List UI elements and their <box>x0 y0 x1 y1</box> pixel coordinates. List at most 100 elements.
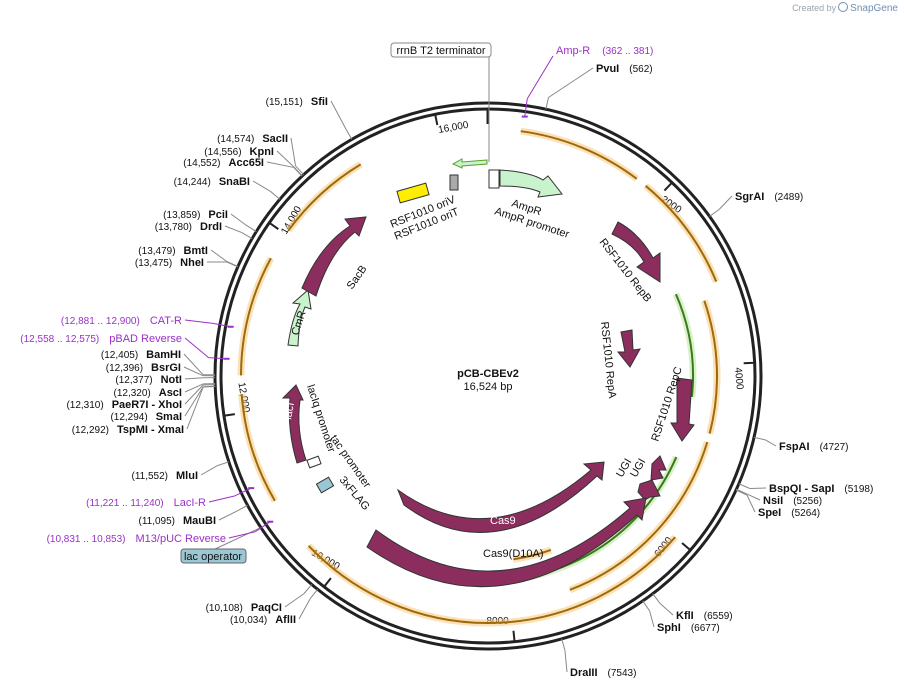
cmr-arrow[interactable] <box>287 289 312 347</box>
primer-name[interactable]: Amp-R <box>556 45 590 57</box>
site-leader <box>284 593 305 608</box>
site-name[interactable]: MluI <box>176 470 198 482</box>
site-name[interactable]: MauBI <box>183 515 216 527</box>
site-position: (6677) <box>691 623 720 634</box>
inner-features <box>281 158 695 588</box>
primer-leader <box>526 55 554 100</box>
site-name[interactable]: DrdI <box>200 221 222 233</box>
site-position: (13,780) <box>155 222 192 233</box>
tac-box <box>306 455 322 469</box>
site-position: (5264) <box>791 508 820 519</box>
site-name[interactable]: SnaBI <box>219 176 250 188</box>
site-position: (10,108) <box>206 603 243 614</box>
site-tick <box>345 128 353 140</box>
site-tick <box>303 584 313 594</box>
site-name[interactable]: AscI <box>159 387 182 399</box>
site-leader <box>184 384 204 405</box>
site-leader <box>224 225 242 234</box>
tick-mark <box>512 630 516 642</box>
site-position: (12,294) <box>110 412 147 423</box>
feature-label-laci: lacI <box>282 402 297 421</box>
site-name[interactable]: TspMI - XmaI <box>117 424 184 436</box>
site-name[interactable]: SfiI <box>311 96 328 108</box>
site-name[interactable]: NheI <box>180 257 204 269</box>
lac-operator-label: lac operator <box>184 551 242 563</box>
orange-arc-7[interactable] <box>240 394 276 502</box>
site-name[interactable]: SacII <box>262 133 288 145</box>
site-name[interactable]: SmaI <box>156 411 182 423</box>
site-leader <box>276 150 295 168</box>
site-position: (12,310) <box>66 400 103 411</box>
site-position: (13,859) <box>163 210 200 221</box>
site-name[interactable]: Acc65I <box>229 157 264 169</box>
cas9-arrow[interactable] <box>396 461 605 533</box>
site-tick <box>545 97 549 110</box>
site-name[interactable]: BspQI - SapI <box>769 483 834 495</box>
site-position: (12,377) <box>115 375 152 386</box>
site-leader <box>252 180 271 192</box>
oriv-box <box>396 182 430 204</box>
orange-arc-5[interactable] <box>513 549 552 561</box>
orange-arc-2[interactable] <box>644 185 718 283</box>
site-tick <box>245 224 257 233</box>
primer-tick <box>255 521 271 533</box>
green-arc-1[interactable] <box>675 293 694 398</box>
site-name[interactable]: PaqCI <box>251 602 282 614</box>
site-name[interactable]: SphI <box>657 622 681 634</box>
primer-name[interactable]: M13/pUC Reverse <box>136 533 226 545</box>
site-position: (12,320) <box>114 388 151 399</box>
tick-mark <box>743 361 755 365</box>
site-name[interactable]: BmtI <box>184 245 208 257</box>
site-tick <box>652 593 661 604</box>
orange-arc-6[interactable] <box>307 536 676 624</box>
orange-arc-8[interactable] <box>240 257 272 376</box>
cas9-d10a-arrow[interactable] <box>366 497 647 588</box>
site-name[interactable]: SpeI <box>758 507 781 519</box>
site-name[interactable]: BamHI <box>146 349 181 361</box>
sacb-arrow[interactable] <box>301 216 367 297</box>
site-name[interactable]: NsiI <box>763 495 783 507</box>
tick-label: 16,000 <box>437 120 469 136</box>
feature-label-laciq-promoter: lacIq promoter <box>304 383 337 454</box>
rrnb-t2-terminator-callout: rrnB T2 terminator <box>390 42 492 162</box>
laci-arrow[interactable] <box>281 384 307 464</box>
orange-arc-9[interactable] <box>287 163 362 232</box>
site-tick <box>217 461 229 467</box>
repc-arrow[interactable] <box>670 377 695 442</box>
site-leader <box>765 439 777 447</box>
ugi-arrow-2[interactable] <box>637 479 661 501</box>
primer-range: (10,831 .. 10,853) <box>47 534 126 545</box>
site-name[interactable]: AflII <box>275 614 296 626</box>
site-name[interactable]: PaeR7I - XhoI <box>112 399 182 411</box>
site-name[interactable]: SgrAI <box>735 191 764 203</box>
site-position: (7543) <box>608 668 637 679</box>
site-position: (562) <box>629 64 652 75</box>
orange-arc-3[interactable] <box>703 300 718 434</box>
orange-arc-1[interactable] <box>520 130 638 180</box>
site-name[interactable]: DraIII <box>570 667 598 679</box>
primer-name[interactable]: LacI-R <box>174 497 206 509</box>
site-name[interactable]: KflI <box>676 610 694 622</box>
restriction-sites: PvuI (562) SgrAI (2489) FspAI (4727) BspQI - S… <box>66 63 873 679</box>
site-name[interactable]: PciI <box>208 209 228 221</box>
site-name[interactable]: KpnI <box>250 146 274 158</box>
site-leader <box>548 67 594 98</box>
site-tick <box>735 489 748 496</box>
site-position: (2489) <box>774 192 803 203</box>
site-tick <box>236 504 248 512</box>
ampr-arrow[interactable] <box>499 169 563 198</box>
orange-arc-4[interactable] <box>569 441 709 591</box>
site-name[interactable]: PvuI <box>596 63 619 75</box>
site-position: (4727) <box>820 442 849 453</box>
repb-arrow[interactable] <box>611 221 661 283</box>
primer-name[interactable]: pBAD Reverse <box>109 333 182 345</box>
site-leader <box>290 137 297 166</box>
site-position: (14,552) <box>183 158 220 169</box>
primer-name[interactable]: CAT-R <box>150 315 182 327</box>
repa-arrow[interactable] <box>616 329 641 368</box>
site-name[interactable]: NotI <box>161 374 182 386</box>
site-name[interactable]: BsrGI <box>151 362 181 374</box>
site-name[interactable]: FspAI <box>779 441 810 453</box>
site-leader <box>330 100 347 130</box>
